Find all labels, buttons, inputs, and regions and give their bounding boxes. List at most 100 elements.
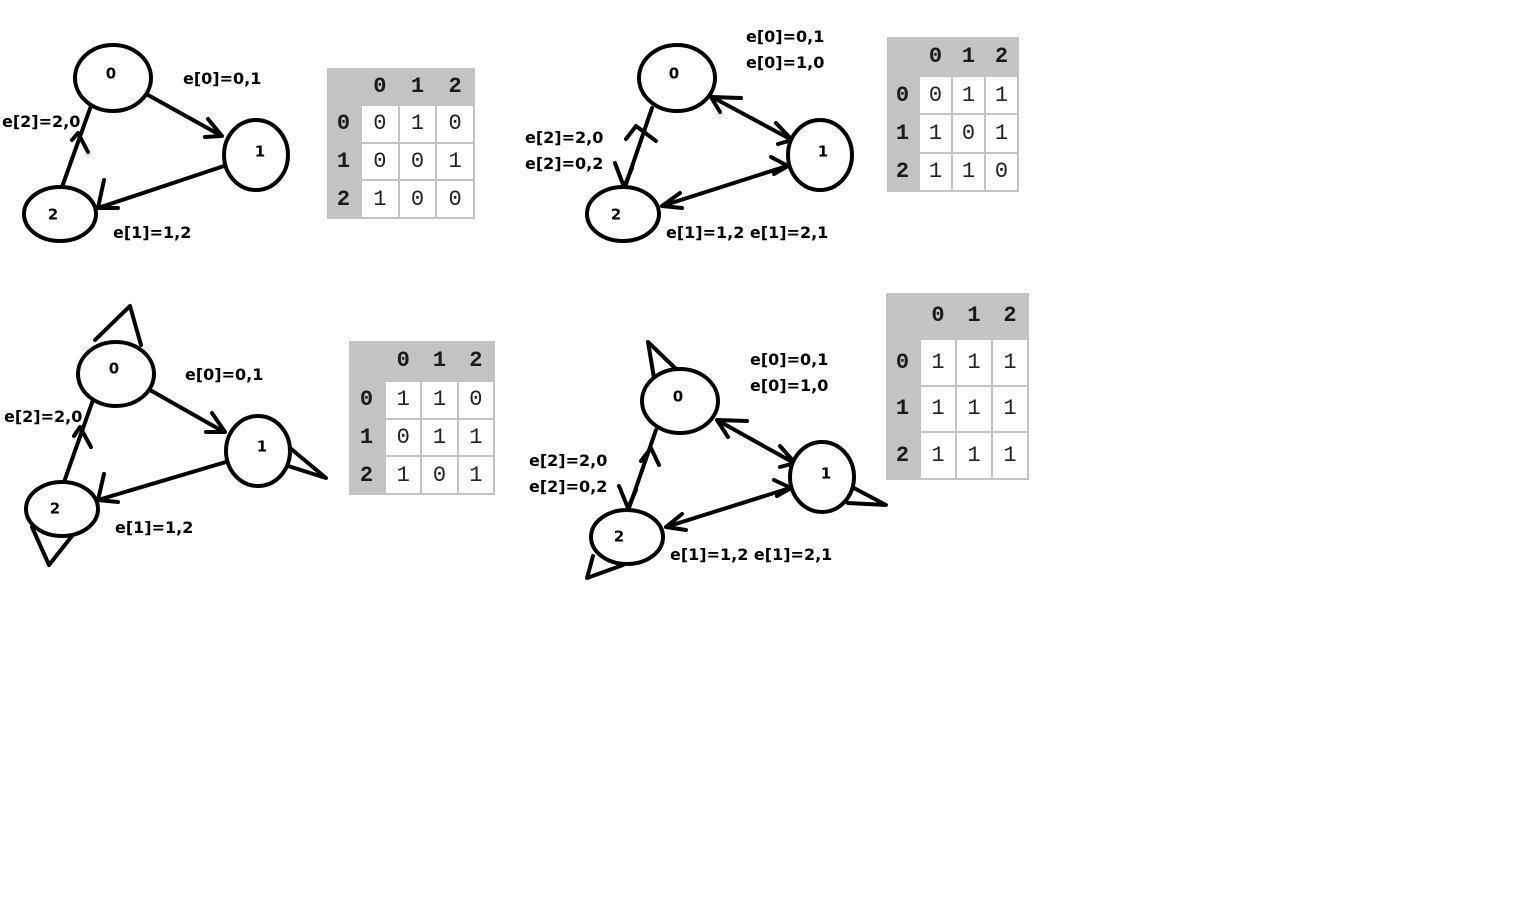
row-header: 2 — [886, 432, 920, 479]
matrix-corner — [327, 68, 361, 105]
matrix-cell: 0 — [397, 141, 438, 182]
graph-3: 0 1 2 e[0]=0,1 e[2]=2,0 e[1]=1,2 — [4, 304, 328, 567]
edge-label: e[2]=2,0 — [4, 407, 82, 426]
node-2-label: 2 — [611, 206, 621, 224]
matrix-cell: 0 — [984, 151, 1019, 193]
arrowhead-2-to-0 — [70, 131, 90, 154]
edge-0-1-bidirectional — [715, 418, 796, 465]
node-0-label: 0 — [669, 65, 679, 83]
edge-0-to-1 — [146, 93, 222, 137]
arrowhead-1-to-2 — [660, 191, 684, 210]
matrix-cell: 0 — [420, 455, 459, 495]
node-1-label: 1 — [818, 143, 828, 161]
arrowhead-2-to-0 — [639, 446, 661, 467]
row-header: 0 — [349, 381, 385, 419]
edge-label: e[0]=0,1 — [746, 27, 824, 46]
matrix-cell: 1 — [955, 338, 993, 387]
node-0 — [73, 43, 153, 113]
node-1 — [788, 440, 856, 514]
graph-4: 0 1 2 e[0]=0,1 e[0]=1,0 e[2]=2,0 e[2]=0,… — [529, 340, 888, 580]
matrix-cell: 1 — [435, 141, 475, 182]
edge-label: e[2]=2,0 — [2, 112, 80, 131]
arrowhead-1-to-2 — [664, 512, 688, 532]
edge-label: e[0]=0,1 — [750, 350, 828, 369]
edge-label: e[0]=0,1 — [185, 365, 263, 384]
row-header: 1 — [886, 385, 920, 433]
node-1 — [224, 414, 292, 488]
edge-0-to-1 — [148, 388, 226, 434]
arrowhead-0-to-1 — [204, 411, 227, 434]
node-0 — [76, 340, 156, 408]
row-header: 0 — [886, 339, 920, 386]
edge-2-to-0 — [62, 398, 95, 484]
column-header: 1 — [952, 37, 985, 76]
self-loop-2 — [585, 554, 625, 580]
edge-label: e[0]=0,1 — [183, 69, 261, 88]
node-1 — [786, 118, 854, 192]
edge-label: e[1]=1,2 — [113, 223, 191, 242]
row-header: 2 — [327, 180, 361, 218]
matrix-cell: 0 — [951, 113, 986, 154]
matrix-cell: 1 — [951, 74, 986, 116]
matrix-corner — [886, 293, 920, 339]
node-0-label: 0 — [106, 65, 116, 83]
node-0-label: 0 — [109, 360, 119, 378]
edge-0-1-bidirectional — [710, 95, 794, 142]
matrix-cell: 0 — [918, 74, 953, 116]
matrix-cell: 1 — [397, 104, 438, 144]
edge-label: e[1]=1,2 — [115, 518, 193, 537]
node-0 — [637, 43, 717, 113]
matrix-cell: 1 — [991, 384, 1029, 434]
edge-1-to-2 — [96, 460, 228, 502]
arrowhead-1-to-2 — [96, 178, 120, 210]
matrix-cell: 1 — [955, 431, 993, 480]
node-2 — [22, 185, 98, 243]
edge-label: e[1]=1,2 e[1]=2,1 — [670, 545, 832, 564]
row-header: 0 — [887, 76, 919, 115]
matrix-cell: 1 — [383, 380, 423, 420]
edge-label: e[2]=0,2 — [529, 477, 607, 496]
matrix-cell: 1 — [360, 179, 400, 219]
column-header: 0 — [920, 293, 956, 339]
node-2 — [585, 185, 661, 243]
matrix-corner — [349, 341, 385, 381]
matrix-cell: 0 — [435, 104, 475, 144]
row-header: 0 — [327, 105, 361, 143]
matrix-cell: 1 — [918, 151, 953, 193]
matrix-cell: 0 — [360, 141, 400, 182]
edge-label: e[0]=1,0 — [746, 53, 824, 72]
matrix-cell: 1 — [456, 455, 496, 495]
matrix-cell: 1 — [383, 455, 423, 495]
matrix-cell: 1 — [991, 431, 1029, 480]
node-1-label: 1 — [257, 438, 267, 456]
adjacency-matrix-1: 0 1 2 0 0 1 0 1 0 0 1 2 1 0 0 — [327, 68, 475, 219]
arrowhead-1-to-0 — [715, 418, 749, 439]
arrowhead-2-to-0 — [624, 124, 658, 143]
column-header: 1 — [398, 68, 437, 105]
column-header: 0 — [361, 68, 399, 105]
edge-1-to-2 — [96, 164, 226, 210]
matrix-cell: 1 — [918, 113, 953, 154]
matrix-cell: 1 — [919, 384, 957, 434]
matrix-cell: 1 — [955, 384, 993, 434]
edge-label: e[2]=2,0 — [525, 128, 603, 147]
edge-label: e[1]=1,2 e[1]=2,1 — [666, 223, 828, 242]
matrix-cell: 1 — [456, 417, 496, 458]
adjacency-matrix-4: 0 1 2 0 1 1 1 1 1 1 1 2 1 1 1 — [886, 293, 1029, 480]
adjacency-matrix-2: 0 1 2 0 0 1 1 1 1 0 1 2 1 1 0 — [887, 37, 1019, 193]
graph-2: 0 1 2 e[0]=0,1 e[0]=1,0 e[2]=2,0 e[2]=0,… — [525, 27, 854, 243]
column-header: 2 — [985, 37, 1018, 76]
arrowhead-0-to-2 — [613, 161, 634, 189]
row-header: 1 — [887, 114, 919, 153]
matrix-cell: 1 — [420, 380, 459, 420]
matrix-cell: 0 — [456, 380, 496, 420]
column-header: 1 — [956, 293, 992, 339]
edge-label: e[2]=0,2 — [525, 154, 603, 173]
arrowhead-0-to-1 — [203, 117, 224, 139]
edge-1-2-bidirectional — [660, 164, 789, 208]
matrix-cell: 1 — [991, 338, 1029, 387]
self-loop-1 — [282, 441, 328, 480]
matrix-cell: 0 — [360, 104, 400, 144]
adjacency-matrix-3: 0 1 2 0 1 1 0 1 0 1 1 2 1 0 1 — [349, 341, 496, 495]
